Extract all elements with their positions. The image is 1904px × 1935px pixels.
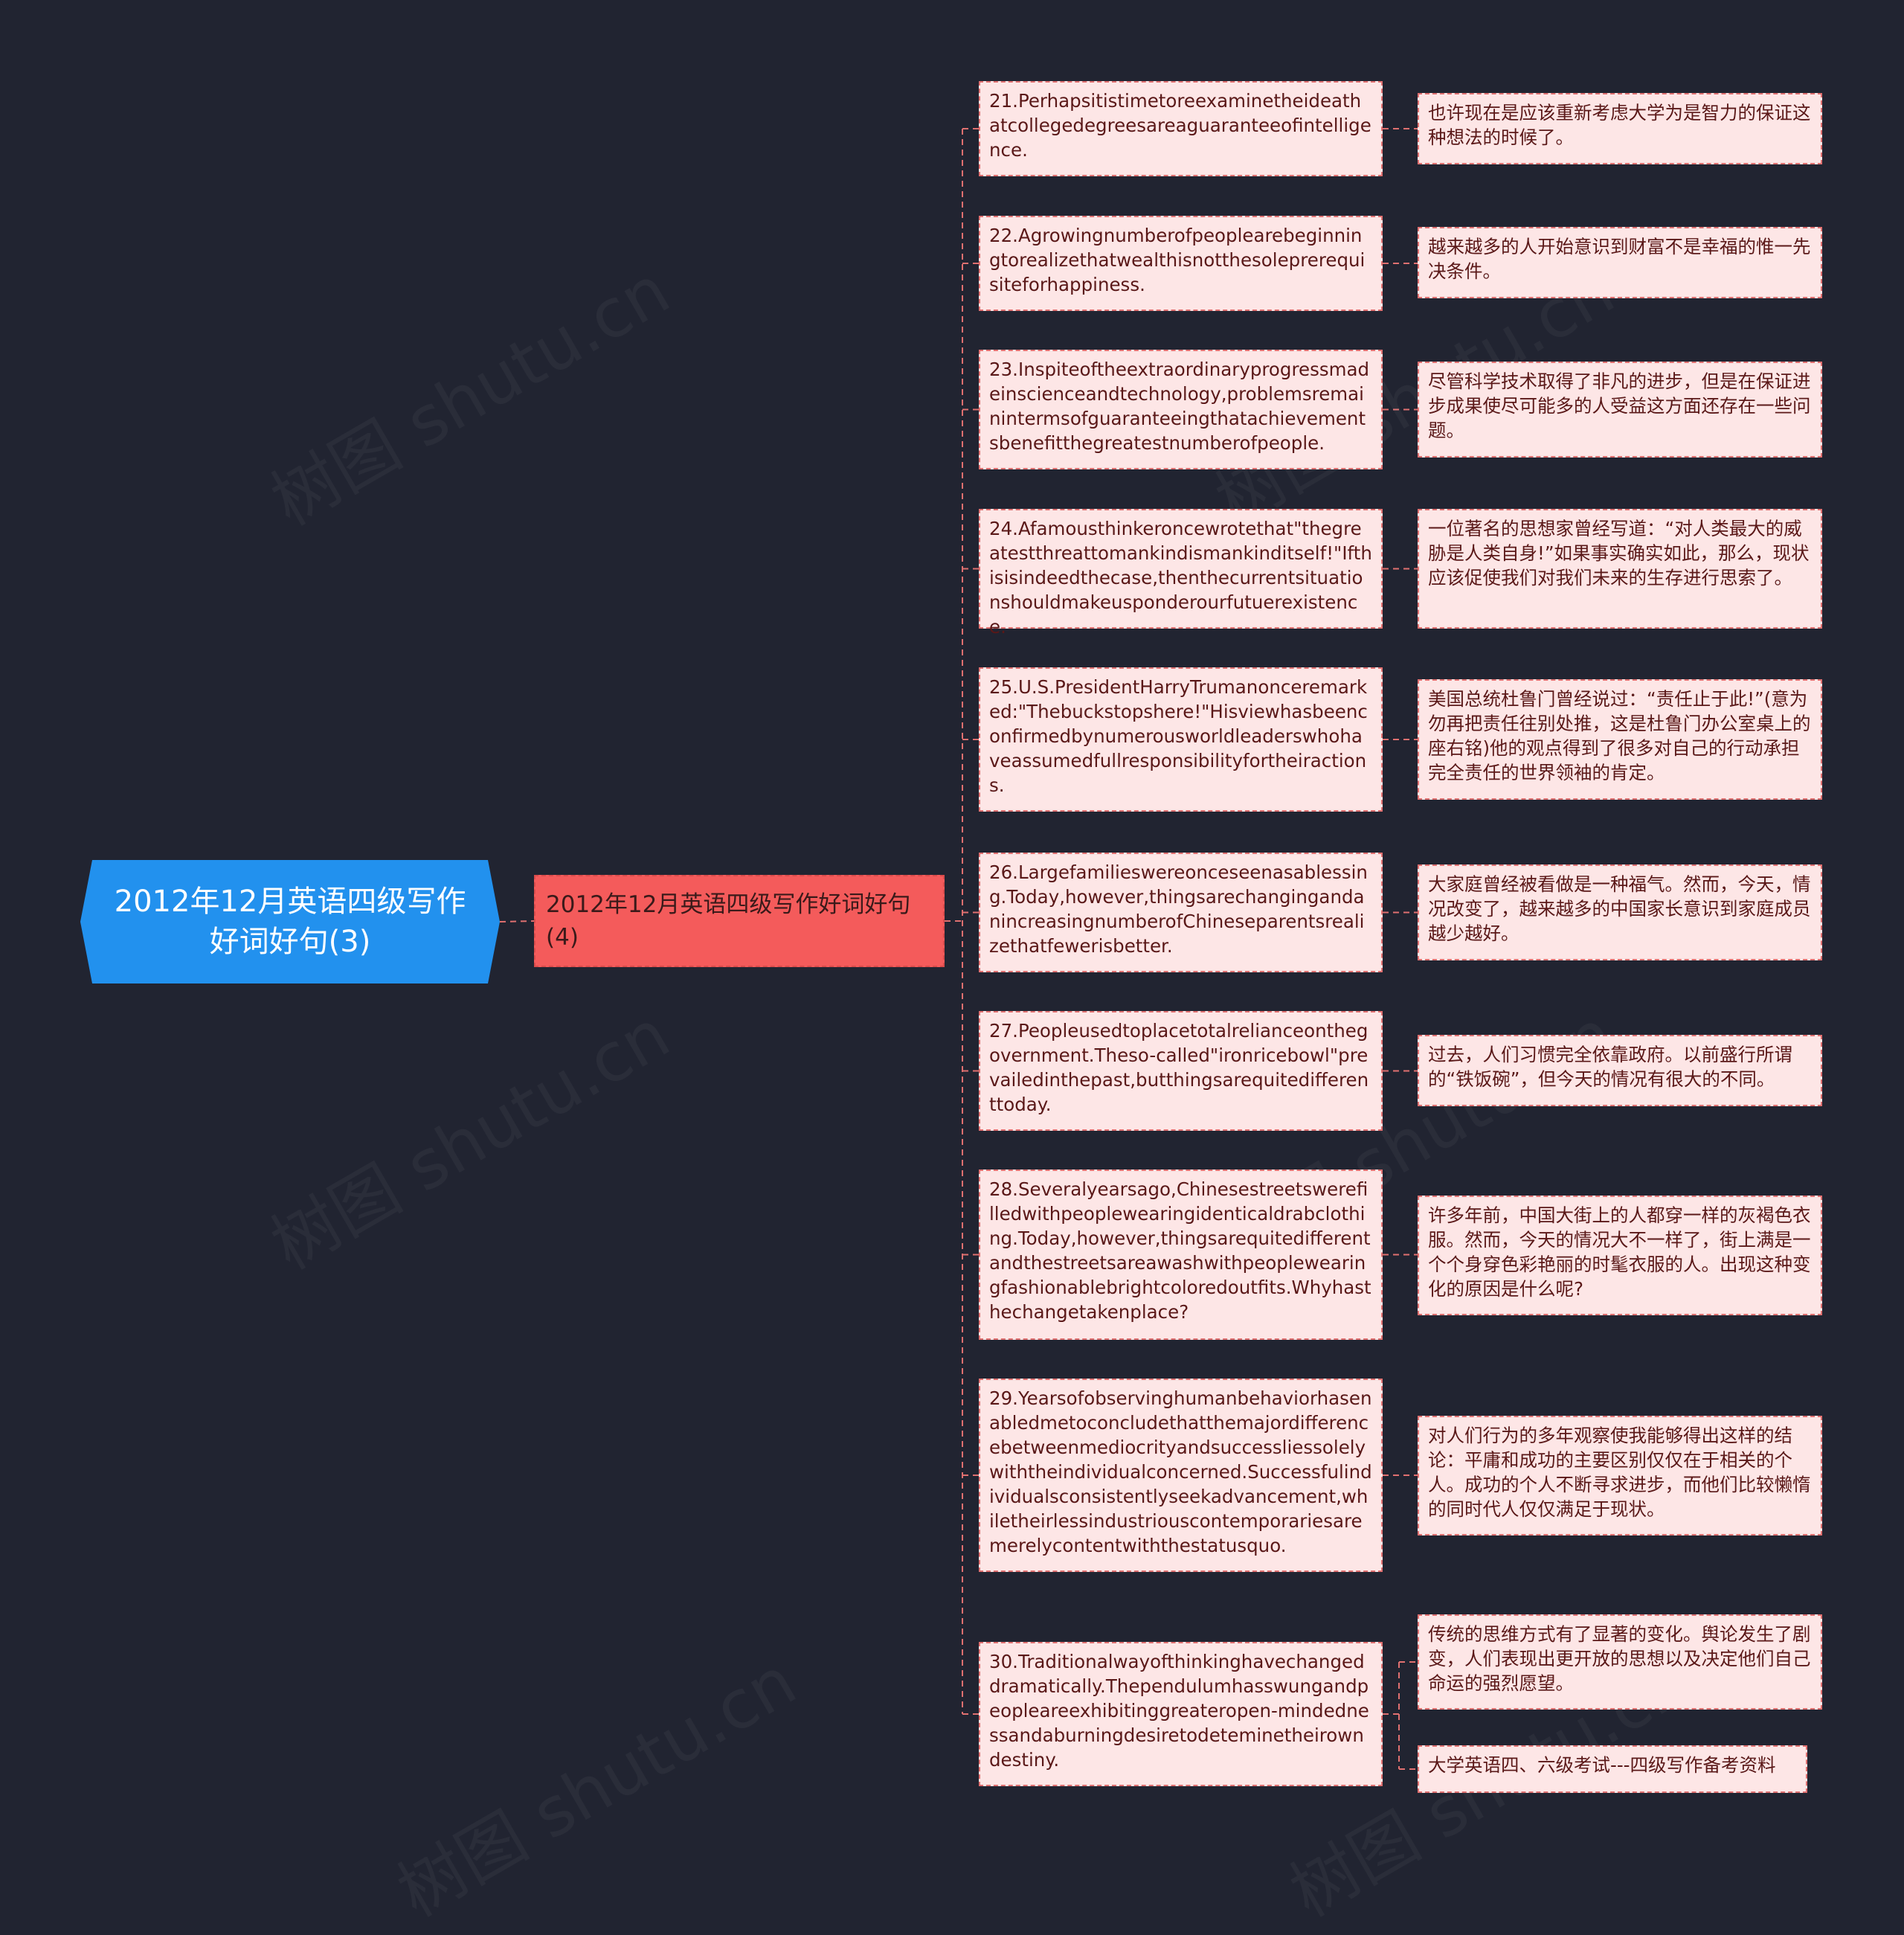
- subtopic-node[interactable]: 2012年12月英语四级写作好词好句(4): [534, 875, 945, 967]
- english-sentence-28[interactable]: 28.Severalyearsago,Chinesestreetswerefil…: [979, 1169, 1383, 1340]
- english-sentence-21[interactable]: 21.Perhapsitistimetoreexaminetheideathat…: [979, 81, 1383, 176]
- english-sentence-29[interactable]: 29.Yearsofobservinghumanbehaviorhasenabl…: [979, 1379, 1383, 1572]
- english-sentence-24[interactable]: 24.Afamousthinkeroncewrotethat"thegreate…: [979, 509, 1383, 638]
- chinese-translation-30[interactable]: 传统的思维方式有了显著的变化。舆论发生了剧变，人们表现出更开放的思想以及决定他们…: [1418, 1614, 1822, 1710]
- english-sentence-22[interactable]: 22.Agrowingnumberofpeoplearebeginningtor…: [979, 216, 1383, 311]
- chinese-translation-23[interactable]: 尽管科学技术取得了非凡的进步，但是在保证进步成果使尽可能多的人受益这方面还存在一…: [1418, 362, 1822, 458]
- chinese-translation-28[interactable]: 许多年前，中国大街上的人都穿一样的灰褐色衣服。然而，今天的情况大不一样了，街上满…: [1418, 1196, 1822, 1315]
- chinese-translation-26[interactable]: 大家庭曾经被看做是一种福气。然而，今天，情况改变了，越来越多的中国家长意识到家庭…: [1418, 864, 1822, 960]
- english-sentence-23[interactable]: 23.Inspiteoftheextraordinaryprogressmade…: [979, 350, 1383, 469]
- english-sentence-27[interactable]: 27.Peopleusedtoplacetotalrelianceonthego…: [979, 1011, 1383, 1131]
- chinese-translation-25[interactable]: 美国总统杜鲁门曾经说过：“责任止于此!”(意为勿再把责任往别处推，这是杜鲁门办公…: [1418, 679, 1822, 800]
- chinese-translation-29[interactable]: 对人们行为的多年观察使我能够得出这样的结论：平庸和成功的主要区别仅仅在于相关的个…: [1418, 1416, 1822, 1536]
- chinese-translation-24[interactable]: 一位著名的思想家曾经写道：“对人类最大的威胁是人类自身!”如果事实确实如此，那么…: [1418, 509, 1822, 629]
- english-sentence-30[interactable]: 30.Traditionalwayofthinkinghavechangeddr…: [979, 1642, 1383, 1786]
- english-sentence-25[interactable]: 25.U.S.PresidentHarryTrumanonceremarked:…: [979, 667, 1383, 812]
- connector-root-subtopic: [499, 920, 535, 922]
- reference-material-link[interactable]: 大学英语四、六级考试---四级写作备考资料: [1418, 1745, 1807, 1793]
- english-sentence-26[interactable]: 26.Largefamilieswereonceseenasablessing.…: [979, 853, 1383, 972]
- connector-lines: [499, 128, 1418, 1770]
- root-topic[interactable]: 2012年12月英语四级写作好词好句(3): [80, 860, 500, 983]
- chinese-translation-22[interactable]: 越来越多的人开始意识到财富不是幸福的惟一先决条件。: [1418, 227, 1822, 298]
- chinese-translation-27[interactable]: 过去，人们习惯完全依靠政府。以前盛行所谓的“铁饭碗”，但今天的情况有很大的不同。: [1418, 1035, 1822, 1106]
- chinese-translation-21[interactable]: 也许现在是应该重新考虑大学为是智力的保证这种想法的时候了。: [1418, 93, 1822, 164]
